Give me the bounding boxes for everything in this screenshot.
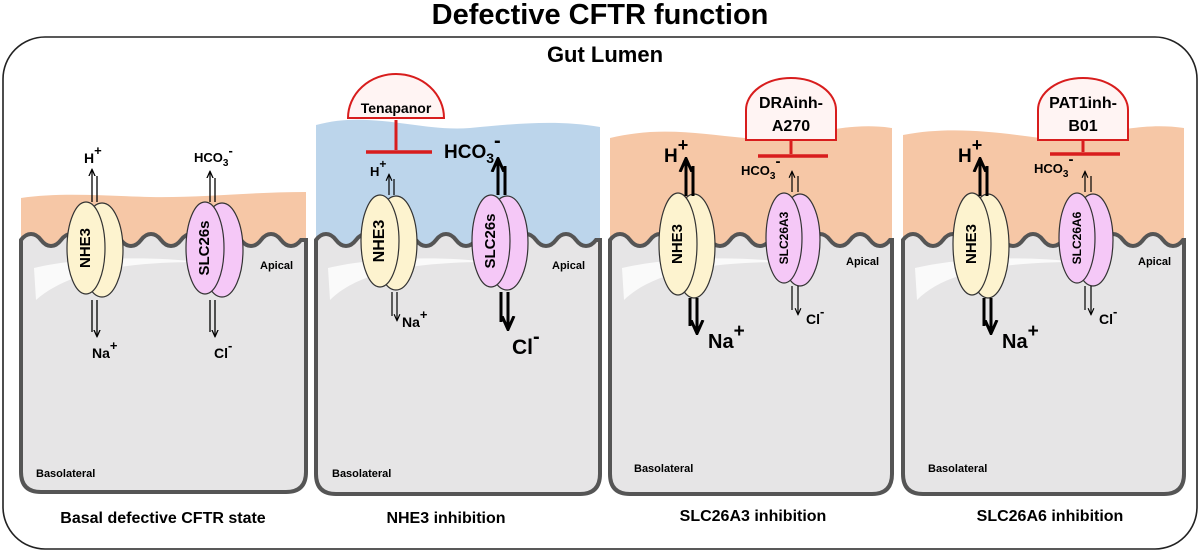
nhe3-label: NHE3 xyxy=(77,228,94,268)
slc-label: SLC26A3 xyxy=(777,211,791,264)
apical-label: Apical xyxy=(1138,256,1171,268)
slc-label: SLC26A6 xyxy=(1070,211,1084,264)
hco3-ion-label: HCO3- xyxy=(1034,151,1073,180)
inhibitor-drainh-a270: DRAinh- A270 xyxy=(745,77,837,158)
apical-label: Apical xyxy=(552,260,585,272)
slc-label: SLC26s xyxy=(482,213,499,268)
panel-caption: SLC26A3 inhibition xyxy=(680,508,827,525)
nhe3-label: NHE3 xyxy=(669,224,686,264)
basolateral-label: Basolateral xyxy=(36,468,95,480)
cl-ion-label: Cl- xyxy=(214,338,232,361)
slc26-transporter: SLC26A3 xyxy=(765,192,821,287)
nhe3-transporter: NHE3 xyxy=(658,192,716,299)
slc26-transporter: SLC26A6 xyxy=(1058,192,1114,287)
nhe3-transporter: NHE3 xyxy=(952,192,1010,299)
nhe3-label: NHE3 xyxy=(963,224,980,264)
basolateral-label: Basolateral xyxy=(634,463,693,475)
h-ion-label: H+ xyxy=(370,157,386,179)
nhe3-transporter: NHE3 xyxy=(66,201,124,298)
panel-slc26a3-inhibition: Apical Basolateral DRAinh- A270 NHE3 SLC… xyxy=(608,77,894,525)
na-ion-label: Na+ xyxy=(708,321,745,353)
panel-caption: NHE3 inhibition xyxy=(386,510,505,527)
mucus-layer xyxy=(316,119,600,245)
h-ion-label: H+ xyxy=(664,135,688,167)
slc26-transporter: SLC26s xyxy=(185,201,244,298)
cl-ion-label: Cl- xyxy=(1099,304,1117,327)
slc26-transporter: SLC26s xyxy=(471,194,529,291)
basolateral-label: Basolateral xyxy=(332,468,391,480)
hco3-ion-label: HCO3- xyxy=(194,143,233,169)
apical-label: Apical xyxy=(846,256,879,268)
na-ion-label: Na+ xyxy=(92,338,118,361)
panel-slc26a6-inhibition: Apical Basolateral PAT1inh- B01 NHE3 SLC… xyxy=(901,77,1186,525)
slc-label: SLC26s xyxy=(196,220,213,275)
inhibitor-label: Tenapanor xyxy=(361,100,432,116)
gut-lumen-label: Gut Lumen xyxy=(547,42,663,67)
cl-ion-label: Cl- xyxy=(806,304,824,327)
inhibitor-tenapanor: Tenapanor xyxy=(346,73,446,154)
panel-basal: Apical Basolateral NHE3 SLC26s H+ Na+ HC… xyxy=(19,143,308,527)
panel-caption: SLC26A6 inhibition xyxy=(977,508,1124,525)
nhe3-transporter: NHE3 xyxy=(360,194,418,291)
inhibitor-label-line2: B01 xyxy=(1068,118,1097,135)
na-ion-label: Na+ xyxy=(1002,321,1039,353)
inhibitor-label-line1: DRAinh- xyxy=(759,95,823,112)
mucus-layer xyxy=(903,126,1184,245)
mucus-layer xyxy=(610,126,892,245)
inhibitor-label-line1: PAT1inh- xyxy=(1049,95,1117,112)
cl-ion-label: Cl- xyxy=(512,326,540,359)
panel-nhe3-inhibition: Apical Basolateral Tenapanor NHE3 SLC26s… xyxy=(314,73,602,527)
nhe3-label: NHE3 xyxy=(371,220,388,263)
gut-lumen-frame xyxy=(2,36,1198,550)
panel-caption: Basal defective CFTR state xyxy=(60,510,266,527)
na-ion-label: Na+ xyxy=(402,307,428,330)
apical-label: Apical xyxy=(260,260,293,272)
basolateral-label: Basolateral xyxy=(928,463,987,475)
h-ion-label: H+ xyxy=(958,135,982,167)
hco3-ion-label: HCO3- xyxy=(741,153,780,182)
h-ion-label: H+ xyxy=(84,143,102,166)
hco3-ion-label: HCO3- xyxy=(444,130,501,166)
inhibitor-pat1inh-b01: PAT1inh- B01 xyxy=(1037,77,1129,156)
diagram-title: Defective CFTR function xyxy=(432,0,769,31)
inhibitor-label-line2: A270 xyxy=(772,118,810,135)
